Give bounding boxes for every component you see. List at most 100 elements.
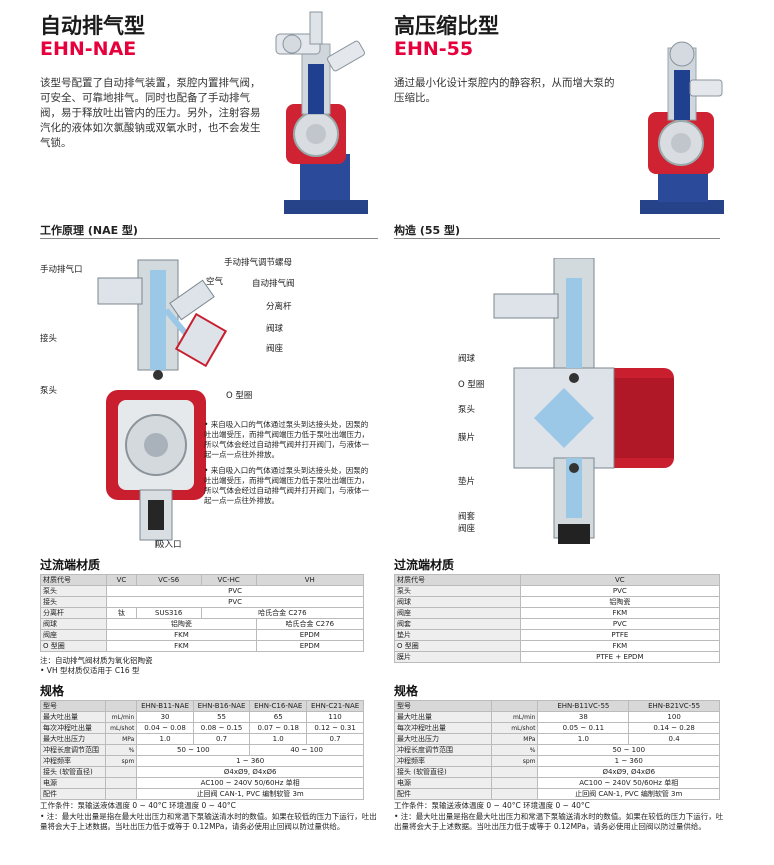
row-label: 配件 (39, 788, 107, 800)
row-label: 冲程长度调节范围 (39, 744, 107, 756)
row-label: 冲程频率 (39, 755, 107, 767)
header-cell: 材质代号 (394, 574, 521, 586)
table-cell: PVC (519, 618, 721, 630)
row-label: 配件 (393, 788, 493, 800)
ehn55-callout-ball: 阀球 (458, 354, 476, 364)
row-label: 阀球 (394, 596, 521, 608)
ehn55-callout-oring: O 型圈 (458, 380, 485, 390)
nae-diagram-title: 工作原理 (NAE 型) (40, 224, 138, 237)
row-label: 冲程频率 (393, 755, 493, 767)
nae-diagram-rule (40, 238, 378, 239)
nae-column: 自动排气型 EHN-NAE 该型号配置了自动排气装置，泵腔内置排气阀，可安全、可… (8, 0, 378, 865)
header-cell: VC-S6 (135, 574, 202, 586)
table-row: 冲程长度调节范围%50 ~ 100 (393, 744, 720, 756)
ehn55-column: 高压缩比型 EHN-55 通过最小化设计泵腔内的静容积，从而增大泵的压缩比。 构… (393, 0, 764, 865)
callout-manual-vent: 手动排气口 (40, 265, 83, 275)
header-cell (105, 700, 138, 712)
row-label: O 型圈 (39, 640, 108, 652)
nae-materials-title: 过流端材质 (40, 558, 101, 572)
ehn55-footnote-2: • 注：最大吐出量是指在最大吐出压力和常温下泵输送清水时的数值。如果在较低的压力… (394, 812, 724, 831)
header-cell: EHN-B11-NAE (136, 700, 194, 712)
row-label: 最大吐出压力 (39, 733, 107, 745)
table-cell: 止回阀 CAN-1, PVC 编制软管 3m (537, 788, 720, 800)
row-label: 接头 (39, 596, 108, 608)
ehn55-diagram (493, 258, 674, 544)
table-row: 接头 (软管直径) Ø4xØ9, Ø4xØ6 (39, 766, 364, 778)
table-cell: 止回阀 CAN-1, PVC 编制软管 3m (136, 788, 364, 800)
table-cell: Ø4xØ9, Ø4xØ6 (136, 766, 364, 778)
row-unit: MPa (105, 733, 138, 745)
row-label: 膜片 (394, 651, 521, 663)
row-label: 阀球 (39, 618, 108, 630)
nae-spec-title: 规格 (40, 684, 65, 698)
header-cell: EHN-C21-NAE (306, 700, 364, 712)
callout-rod: 分离杆 (266, 302, 292, 312)
table-row: 阀球铝陶瓷哈氏合金 C276 (39, 618, 365, 630)
row-unit: spm (105, 755, 138, 767)
ehn55-materials-title: 过流端材质 (394, 558, 455, 572)
row-label: 泵头 (394, 585, 521, 597)
row-label: 分离杆 (39, 607, 108, 619)
table-cell: 0.7 (306, 733, 364, 745)
table-row: 配件 止回阀 CAN-1, PVC 编制软管 3m (39, 788, 364, 800)
table-row: 接头 (软管直径)Ø4xØ9, Ø4xØ6 (393, 766, 720, 778)
row-unit: MPa (491, 733, 539, 745)
callout-suction: 吸入口 (156, 540, 182, 550)
row-label: 每次冲程吐出量 (39, 722, 107, 734)
table-cell: 0.08 ~ 0.15 (192, 722, 251, 734)
ehn55-callout-valve-case: 阀套 (458, 512, 476, 522)
header-cell: EHN-B21VC-55 (628, 700, 720, 712)
table-cell: 65 (249, 711, 308, 723)
table-row: 配件 止回阀 CAN-1, PVC 编制软管 3m (393, 788, 720, 800)
table-cell: 1.0 (249, 733, 308, 745)
row-label: 最大吐出量 (39, 711, 107, 723)
table-row: 阀球铝陶瓷 (394, 596, 721, 608)
row-unit: mL/min (105, 711, 138, 723)
callout-oring: O 型圈 (226, 391, 253, 401)
callout-manual-screw: 手动排气调节螺母 (224, 258, 293, 268)
ehn55-callout-head: 泵头 (458, 405, 476, 415)
table-cell: 0.12 ~ 0.31 (306, 722, 364, 734)
table-cell: AC100 ~ 240V 50/60Hz 单相 (537, 777, 720, 789)
table-cell: 30 (136, 711, 194, 723)
table-cell: 0.05 ~ 0.11 (537, 722, 630, 734)
callout-joint: 接头 (40, 334, 58, 344)
nae-materials-note-1: 注：自动排气阀材质为氧化铝陶瓷 (40, 656, 153, 665)
row-label: 每次冲程吐出量 (393, 722, 493, 734)
table-cell: PVC (106, 596, 364, 608)
table-cell: EPDM (255, 640, 365, 652)
row-unit: % (105, 744, 138, 756)
row-label: 阀套 (394, 618, 521, 630)
callout-seat: 阀座 (266, 344, 284, 354)
table-cell: 1 ~ 360 (537, 755, 720, 767)
nae-title-zh: 自动排气型 (40, 14, 145, 38)
table-cell: PVC (106, 585, 364, 597)
ehn55-callout-gasket: 垫片 (458, 477, 476, 487)
table-cell: 哈氏合金 C276 (200, 607, 365, 619)
ehn55-pump-photo (640, 41, 724, 214)
nae-note-1: • 来自吸入口的气体通过泵头到达接头处，因泵的吐出端受压，而排气阀端压力低于泵吐… (204, 420, 369, 459)
table-cell: 铝陶瓷 (106, 618, 257, 630)
header-cell: 型号 (39, 700, 107, 712)
row-unit: spm (491, 755, 539, 767)
table-cell: 55 (192, 711, 251, 723)
nae-pump-photo (275, 11, 368, 214)
row-label: 接头 (软管直径) (39, 766, 107, 778)
table-cell: 0.4 (628, 733, 720, 745)
ehn55-callout-diaphragm: 膜片 (458, 433, 476, 443)
